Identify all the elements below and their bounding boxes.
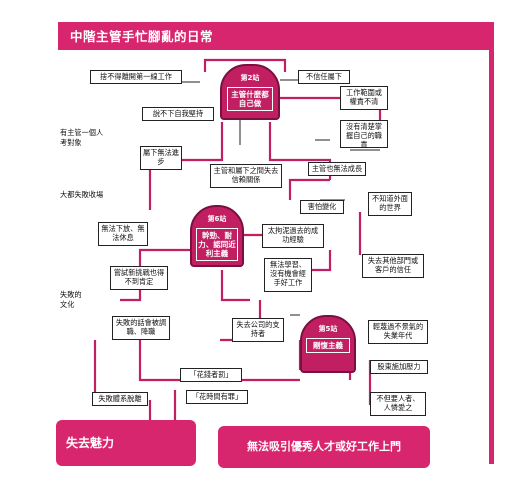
- box-no-learning: 無法學習、沒有機會經手好工作: [264, 258, 312, 292]
- cut-text-1: 有主管一個人: [60, 128, 104, 137]
- station-5-number: 第5站: [318, 325, 338, 333]
- box-failure-system: 失敗體系脫離: [92, 392, 148, 406]
- box-past-success: 太拘泥過去的成功經驗: [262, 224, 324, 248]
- box-demotion: 失敗的話會被調職、降職: [112, 316, 170, 340]
- station-5: 第5站 剛愎主義: [300, 315, 356, 373]
- cannot-attract-talent-box: 無法吸引優秀人才或好工作上門: [218, 426, 430, 468]
- station-6-number: 第6站: [207, 215, 227, 223]
- station-2: 第2站 主管什麼都自己做: [220, 64, 280, 120]
- box-distrust-subordinates: 不信任屬下: [298, 70, 350, 84]
- box-lovable-person: 不但要人者、人憐愛之: [370, 392, 426, 416]
- page-title: 中階主管手忙腳亂的日常: [70, 29, 214, 44]
- box-subordinates-no-growth: 屬下無法進步: [140, 146, 182, 170]
- box-lost-trust: 主管和屬下之間失去信賴關係: [210, 164, 282, 188]
- cut-text-5: 文化: [60, 300, 75, 309]
- box-time-guilty: 「花時間有罪」: [186, 390, 248, 404]
- station-6-name: 幹勁、耐力、認同近利主義: [196, 228, 238, 261]
- box-unknown-world: 不知道外面的世界: [368, 192, 412, 216]
- title-banner: [58, 22, 494, 50]
- box-self-insistence: 說不下自我堅持: [142, 107, 214, 121]
- station-2-name: 主管什麼都自己做: [226, 87, 274, 111]
- box-fear-change: 害怕變化: [300, 200, 344, 214]
- box-unclear-duties: 沒有清楚掌握自己的職責: [340, 120, 388, 149]
- box-spending-punished: 「花錢者罰」: [180, 368, 242, 382]
- diagram-frame: [58, 22, 494, 464]
- box-lost-trust-clients: 失去其他部門或客戶的信任: [362, 254, 424, 278]
- lose-charm-box: 失去魅力: [56, 420, 196, 466]
- cut-text-4: 失敗的: [60, 290, 82, 299]
- box-cannot-leave-frontline: 捨不得離開第一線工作: [90, 70, 182, 84]
- box-unemployment-era: 輕蔑過不景氣的失業年代: [368, 320, 428, 344]
- station-5-name: 剛愎主義: [306, 338, 350, 353]
- box-lost-supporters: 失去公司的支持者: [232, 318, 284, 342]
- cut-text-3: 大都失敗收場: [60, 190, 104, 199]
- station-6: 第6站 幹勁、耐力、認同近利主義: [190, 205, 244, 267]
- station-2-number: 第2站: [240, 74, 260, 82]
- cut-text-2: 考對象: [60, 138, 82, 147]
- box-manager-no-growth: 主管也無法成長: [308, 162, 366, 176]
- box-no-recognition: 嘗試新挑戰也得不到肯定: [110, 266, 168, 290]
- box-cannot-delegate: 無法下放、無法休息: [98, 222, 148, 246]
- box-unclear-scope: 工作範圍或權責不清: [340, 86, 388, 110]
- box-shareholder-pressure: 股東施加壓力: [370, 360, 428, 374]
